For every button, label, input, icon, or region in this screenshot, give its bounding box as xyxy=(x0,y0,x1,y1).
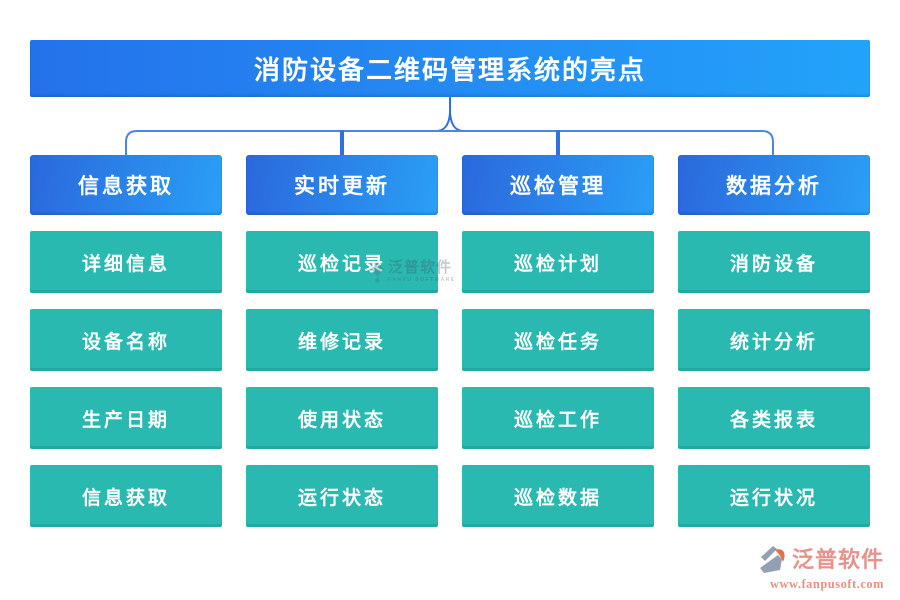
brand-footer: 泛普软件 www.fanpusoft.com xyxy=(756,543,898,592)
node-item: 生产日期 xyxy=(30,387,222,449)
column-header-info-acquisition: 信息获取 xyxy=(30,155,222,215)
node-item: 巡检计划 xyxy=(462,231,654,293)
node-item: 巡检任务 xyxy=(462,309,654,371)
column-data-analysis: 数据分析 消防设备 统计分析 各类报表 运行状况 xyxy=(678,155,870,527)
node-item: 统计分析 xyxy=(678,309,870,371)
fanpu-logo-icon xyxy=(760,546,785,573)
connector-center-left-curve xyxy=(435,97,451,132)
node-item: 巡检记录 xyxy=(246,231,438,293)
node-item: 设备名称 xyxy=(30,309,222,371)
node-item: 维修记录 xyxy=(246,309,438,371)
page-title: 消防设备二维码管理系统的亮点 xyxy=(253,56,646,85)
title-banner: 消防设备二维码管理系统的亮点 xyxy=(30,40,870,97)
brand-name: 泛普软件 xyxy=(792,546,885,572)
column-realtime-update: 实时更新 巡检记录 维修记录 使用状态 运行状态 xyxy=(246,155,438,527)
column-header-inspection-management: 巡检管理 xyxy=(462,155,654,215)
node-item: 信息获取 xyxy=(30,465,222,527)
column-info-acquisition: 信息获取 详细信息 设备名称 生产日期 信息获取 xyxy=(30,155,222,527)
column-header-realtime-update: 实时更新 xyxy=(246,155,438,215)
node-item: 各类报表 xyxy=(678,387,870,449)
node-item: 详细信息 xyxy=(30,231,222,293)
connector-bracket xyxy=(125,130,774,157)
node-item: 巡检工作 xyxy=(462,387,654,449)
node-item: 消防设备 xyxy=(678,231,870,293)
brand-url: www.fanpusoft.com xyxy=(769,577,885,591)
column-inspection-management: 巡检管理 巡检计划 巡检任务 巡检工作 巡检数据 xyxy=(462,155,654,527)
node-item: 使用状态 xyxy=(246,387,438,449)
column-header-data-analysis: 数据分析 xyxy=(678,155,870,215)
node-item: 运行状况 xyxy=(678,465,870,527)
node-item: 运行状态 xyxy=(246,465,438,527)
node-item: 巡检数据 xyxy=(462,465,654,527)
connector-center-right-curve xyxy=(449,97,465,132)
